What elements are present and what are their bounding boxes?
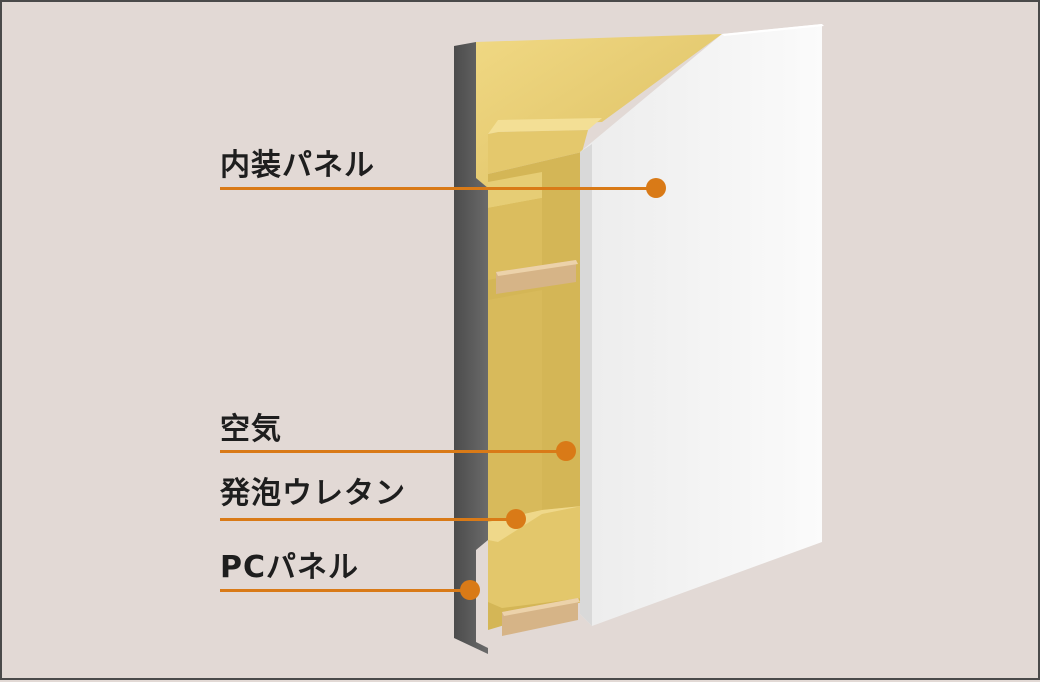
marker-pc-panel [460,580,480,600]
wood-stud-lower [502,598,578,636]
label-urethane-foam: 発泡ウレタン [220,476,406,511]
leader-line-urethane-foam [220,518,516,521]
marker-interior-panel [646,178,666,198]
pc-panel-layer [454,42,488,654]
interior-panel-layer [580,24,822,626]
leader-line-air [220,450,566,453]
leader-line-interior-panel [220,187,656,190]
leader-line-pc-panel [220,589,470,592]
marker-air [556,441,576,461]
urethane-foam-top [476,34,722,188]
label-pc-panel: PCパネル [220,550,360,585]
marker-urethane-foam [506,509,526,529]
label-air: 空気 [220,412,282,447]
label-interior-panel: 内装パネル [220,148,375,183]
wood-stud-upper [496,260,576,294]
